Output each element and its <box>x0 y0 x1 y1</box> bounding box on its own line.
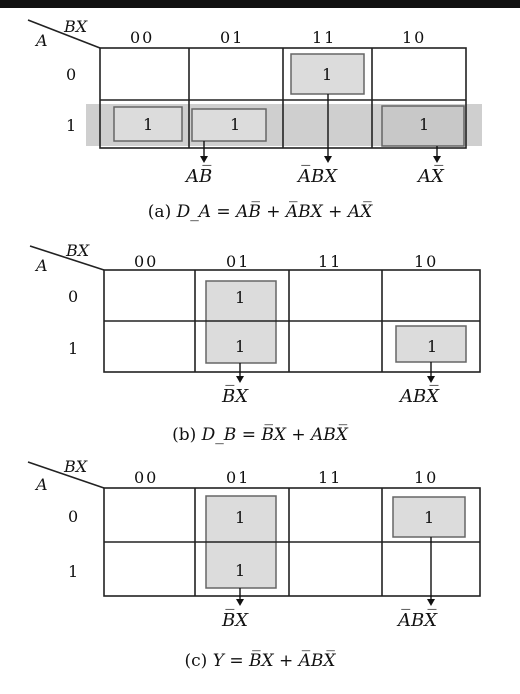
kmap-a-diagonal <box>27 19 101 49</box>
kmap-b-row-1: 1 <box>68 339 80 358</box>
kmap-c-one-r0c1: 1 <box>235 508 245 527</box>
kmap-b-caption-label: (b) <box>172 425 197 445</box>
kmap-b-svg: BX A 00 01 11 10 0 1 1 1 1 B̅X ABX̅ <box>29 241 481 407</box>
kmap-a-arrowhead-1 <box>200 156 208 163</box>
kmap-c-caption: (c) Y = B̅X + A̅BX̅ <box>0 651 520 671</box>
kmap-a-group-abbar-left <box>113 106 183 142</box>
kmap-b-group-bbarx <box>205 280 277 364</box>
kmap-b-term-1: B̅X <box>221 385 249 407</box>
kmap-b-arrowhead-2 <box>427 376 435 383</box>
kmap-a-group-abarbx <box>290 53 365 95</box>
kmap-a-col-10: 10 <box>402 28 426 47</box>
kmap-c-col-10: 10 <box>414 468 438 487</box>
kmap-c-col-var: BX <box>63 457 88 476</box>
kmap-b-term-2: ABX̅ <box>398 385 440 407</box>
kmap-c-row-var: A <box>34 475 48 494</box>
kmap-c-one-r0c3: 1 <box>424 508 434 527</box>
kmap-a-term-3: AX̅ <box>416 165 445 187</box>
kmap-a-group-axbar <box>381 105 465 147</box>
kmap-b-col-00: 00 <box>134 252 158 271</box>
kmap-a-caption: (a) D_A = AB̅ + A̅BX + AX̅ <box>0 202 520 222</box>
kmap-c-col-11: 11 <box>318 468 342 487</box>
kmap-a-arrowhead-2 <box>324 156 332 163</box>
kmap-b-col-var: BX <box>65 241 90 260</box>
kmap-a-one-r1c1: 1 <box>230 115 240 134</box>
kmap-c-term-2: A̅BX̅ <box>396 609 438 631</box>
kmap-b-one-r1c3: 1 <box>427 337 437 356</box>
kmap-c-col-00: 00 <box>134 468 158 487</box>
kmap-b-col-10: 10 <box>414 252 438 271</box>
cropped-header-strip <box>0 0 520 8</box>
kmap-c-arrowhead-2 <box>427 599 435 606</box>
kmap-b-diagonal <box>29 245 105 271</box>
kmap-a-arrowhead-3 <box>433 156 441 163</box>
kmap-b-one-r1c1: 1 <box>235 337 245 356</box>
kmap-a-col-var: BX <box>63 17 88 36</box>
kmap-b-one-r0c1: 1 <box>235 288 245 307</box>
kmap-b-row-0: 0 <box>68 287 80 306</box>
kmap-a-group-abbar-right <box>191 108 267 142</box>
kmap-a-col-01: 01 <box>220 28 244 47</box>
kmap-b-group-abxbar <box>395 325 467 363</box>
kmap-b-row-var: A <box>34 256 48 275</box>
kmap-b-col-11: 11 <box>318 252 342 271</box>
kmap-a-row-0: 0 <box>66 65 78 84</box>
kmap-c-col-01: 01 <box>226 468 250 487</box>
kmap-c-caption-eq: Y = B̅X + A̅BX̅ <box>212 651 336 671</box>
kmap-a-caption-eq: D_A = AB̅ + A̅BX + AX̅ <box>176 202 373 222</box>
kmap-a-one-r1c3: 1 <box>419 115 429 134</box>
kmap-c-group-abarbxbar <box>392 496 466 538</box>
kmap-a-one-r1c0: 1 <box>143 115 153 134</box>
kmap-a-row-1: 1 <box>66 116 78 135</box>
kmap-a-caption-label: (a) <box>147 202 172 222</box>
kmap-c-term-1: B̅X <box>221 609 249 631</box>
kmap-a-svg: BX A 00 01 11 10 0 1 1 1 1 1 AB̅ A̅BX AX… <box>27 17 482 187</box>
kmap-c-row-1: 1 <box>68 562 80 581</box>
kmap-c-one-r1c1: 1 <box>235 561 245 580</box>
kmap-b-arrowhead-1 <box>236 376 244 383</box>
kmap-b-caption-eq: D_B = B̅X + ABX̅ <box>201 425 348 445</box>
kmap-a-col-00: 00 <box>130 28 154 47</box>
kmap-c-row-0: 0 <box>68 507 80 526</box>
kmap-c-arrowhead-1 <box>236 599 244 606</box>
kmap-a-term-1: AB̅ <box>184 165 212 187</box>
kmap-a-term-2: A̅BX <box>296 165 338 187</box>
kmap-a-row-var: A <box>34 31 48 50</box>
kmap-c-svg: BX A 00 01 11 10 0 1 1 1 1 B̅X A̅BX̅ <box>27 457 481 631</box>
kmap-b-caption: (b) D_B = B̅X + ABX̅ <box>0 425 520 445</box>
kmap-a-col-11: 11 <box>312 28 336 47</box>
kmap-c-caption-label: (c) <box>184 651 208 671</box>
kmap-a-one-r0c2: 1 <box>322 65 332 84</box>
kmap-c-diagonal <box>27 461 105 489</box>
kmap-b-col-01: 01 <box>226 252 250 271</box>
